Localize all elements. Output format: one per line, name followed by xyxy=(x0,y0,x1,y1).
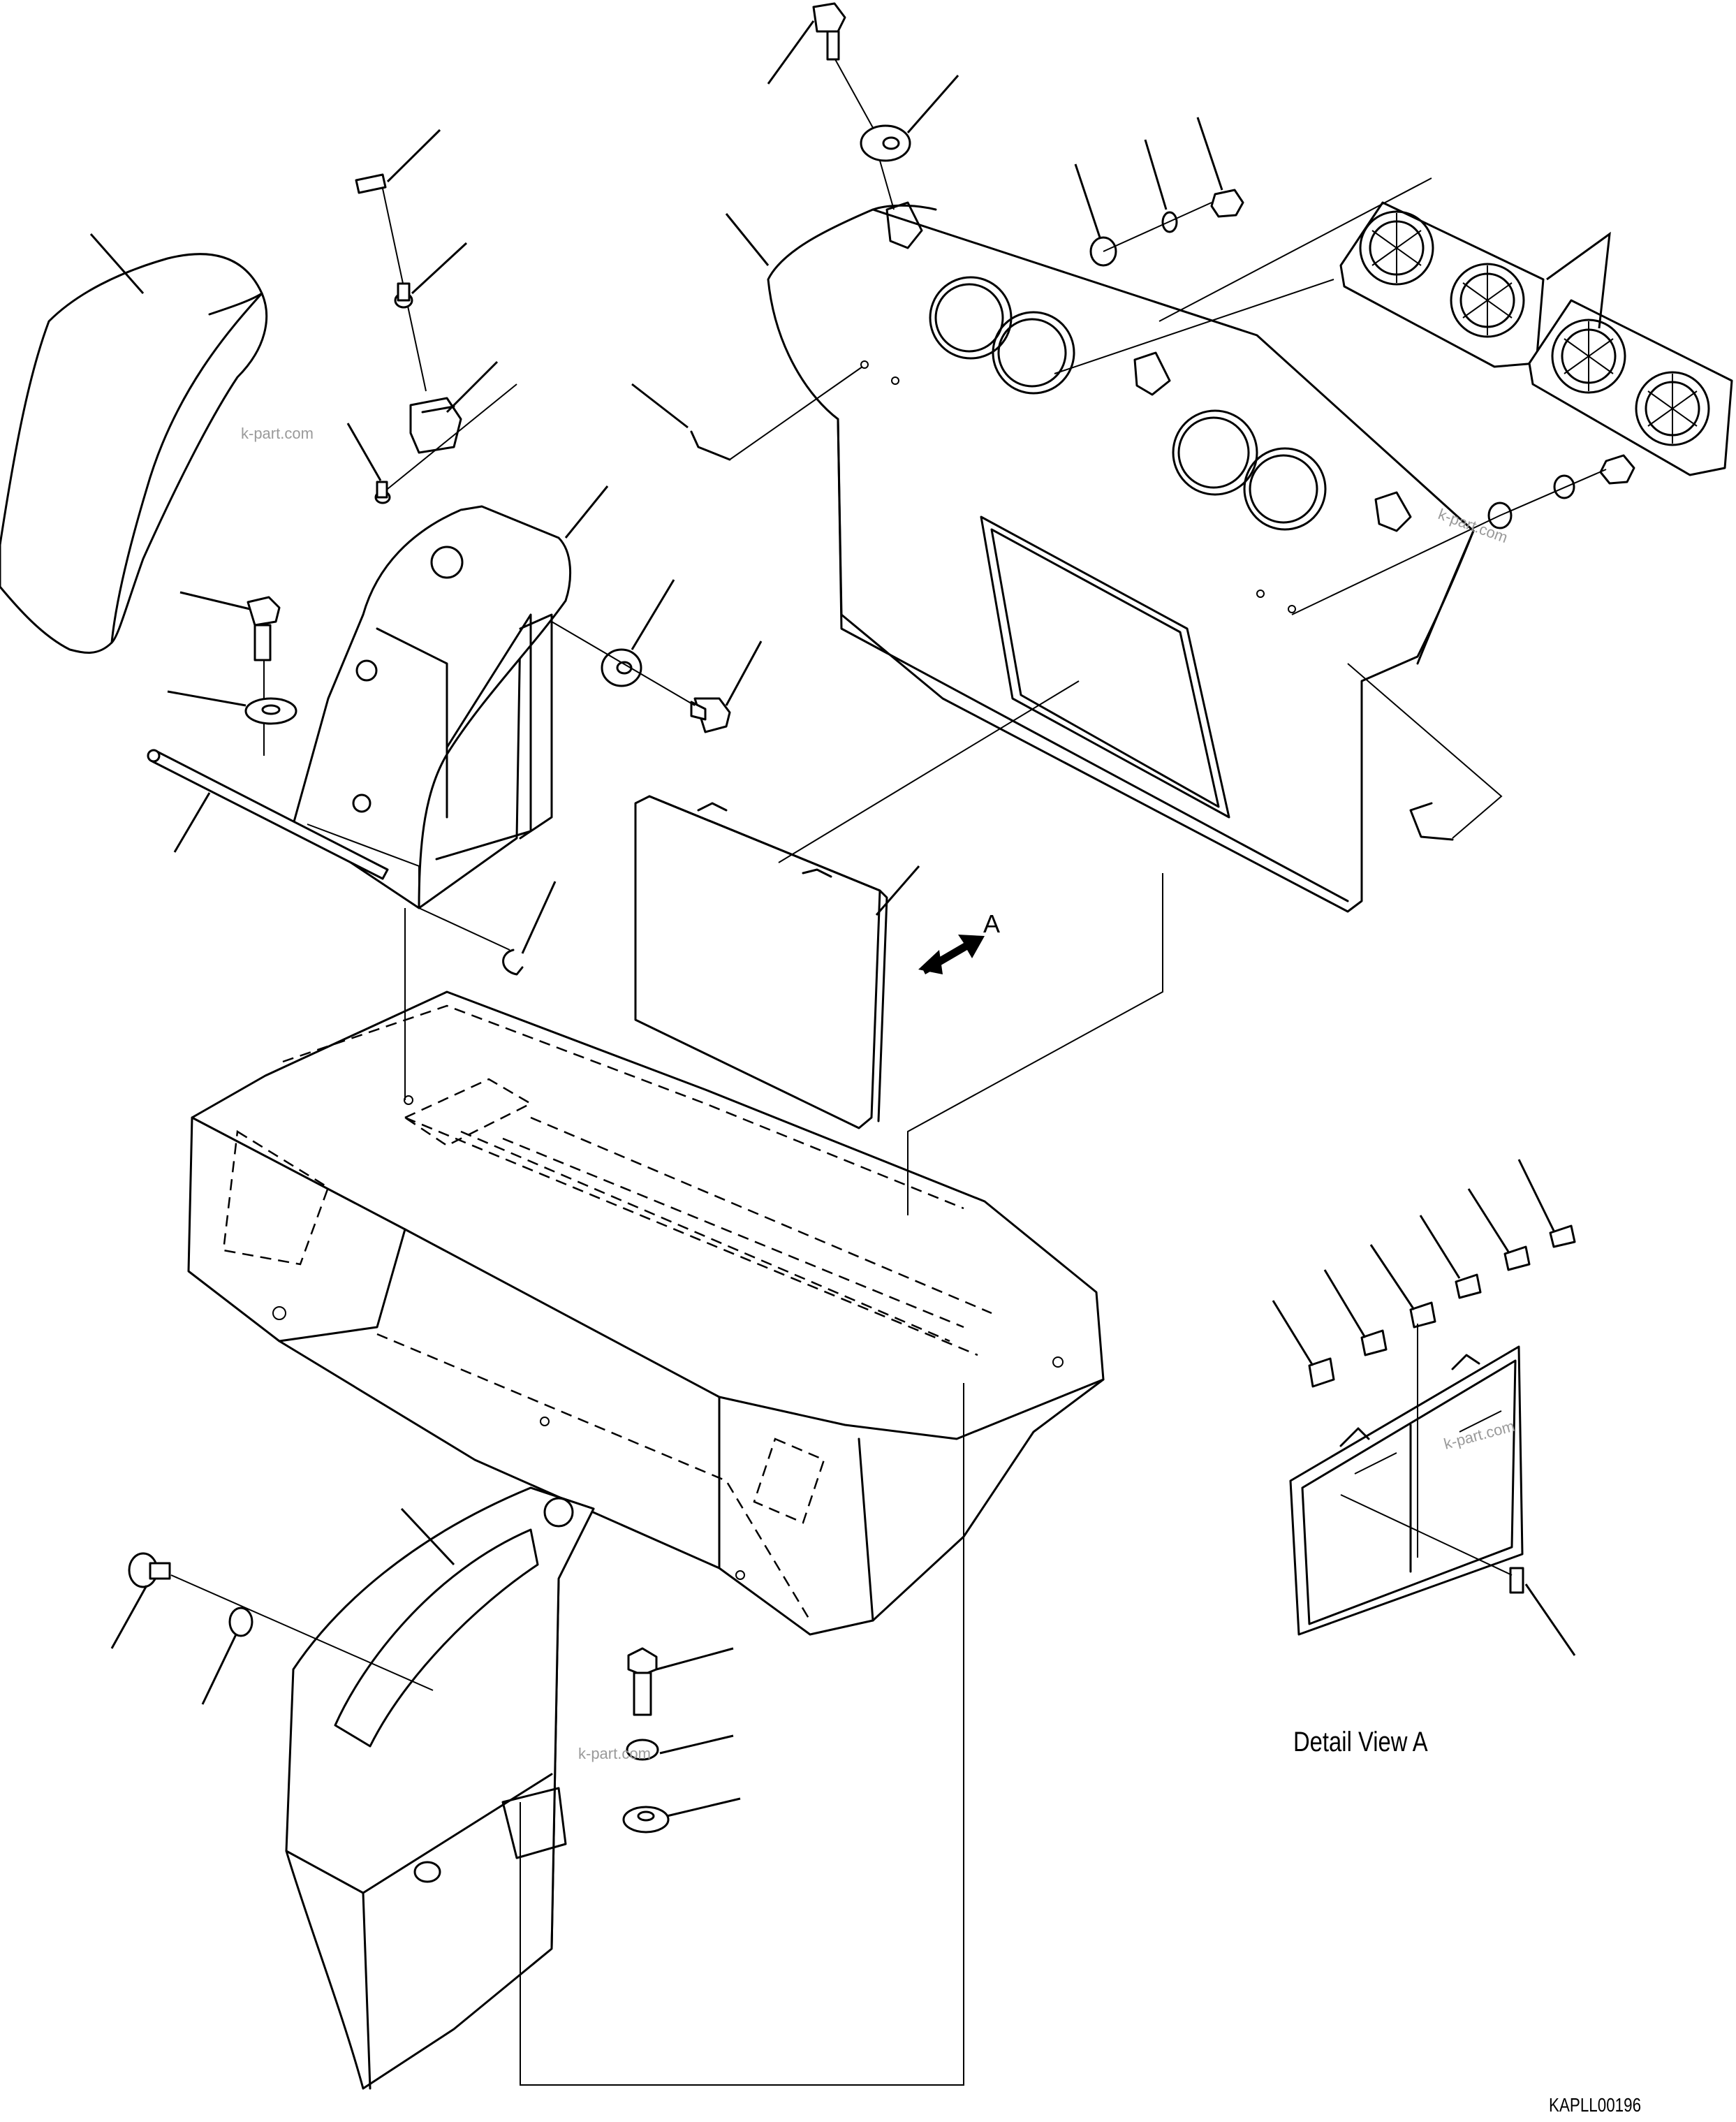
lock-washer-small xyxy=(1144,139,1178,233)
bolt-left xyxy=(179,591,281,756)
screw-small-2 xyxy=(346,383,517,504)
clips-detail xyxy=(1272,1159,1576,1558)
view-arrow-label: A xyxy=(983,909,1001,938)
washer-lower-right-2 xyxy=(622,1797,741,1834)
base-plate-frame xyxy=(187,990,1105,1636)
clip-bracket xyxy=(409,360,499,454)
washer-top xyxy=(860,75,959,162)
watermark-1: k-part.com xyxy=(241,425,314,442)
bolt-lower-left xyxy=(110,1552,171,1649)
bolt-top xyxy=(767,2,884,147)
pin-rod xyxy=(147,749,389,880)
detail-view-a xyxy=(1289,1345,1576,1656)
console-bracket-box xyxy=(292,505,572,909)
nut-small xyxy=(1103,117,1244,252)
washer-mid xyxy=(601,579,675,687)
washer-lower-right-1 xyxy=(626,1734,734,1761)
speaker-grille-pair-2 xyxy=(1528,299,1733,476)
watermark-3: k-part.com xyxy=(578,1745,651,1762)
washer-flat-small xyxy=(1074,163,1117,267)
clip-pin-right xyxy=(1347,663,1503,841)
washer-left xyxy=(167,690,297,725)
leader-line xyxy=(89,233,145,294)
side-cover-lower xyxy=(285,1486,595,2090)
screw-small-1 xyxy=(394,242,468,309)
bolt-mid xyxy=(551,621,763,733)
rear-cover-panel xyxy=(767,201,1475,913)
nut-right xyxy=(1291,454,1635,615)
bolt-lower-right xyxy=(627,1647,734,1716)
access-lid xyxy=(634,795,888,1129)
washer-lower-left xyxy=(170,1574,434,1705)
detail-view-title: Detail View A xyxy=(1293,1727,1428,1757)
drawing-code: KAPLL00196 xyxy=(1549,2094,1642,2116)
snap-ring xyxy=(418,881,557,976)
bracket-small xyxy=(355,129,441,392)
clip-pin-left xyxy=(631,366,863,461)
speaker-grille-pair-1 xyxy=(1339,201,1545,368)
side-fender-upper xyxy=(0,253,267,654)
view-arrow xyxy=(918,935,985,974)
